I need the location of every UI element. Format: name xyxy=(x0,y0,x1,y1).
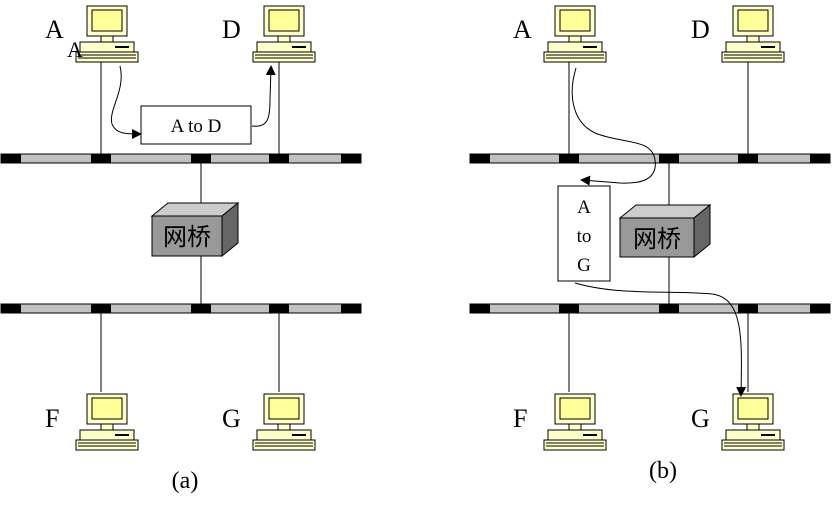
computer-f-icon xyxy=(75,393,139,451)
frame-label: A to D xyxy=(171,116,222,137)
computer-g-icon xyxy=(721,393,785,451)
bottom-bus xyxy=(469,303,831,314)
flow-arrow-a-to-frame xyxy=(110,65,142,139)
host-label-a-echo: A xyxy=(67,37,83,62)
top-bus xyxy=(0,153,362,164)
bottom-bus xyxy=(0,303,362,314)
computer-f-icon xyxy=(543,393,607,451)
frame-box: A to G xyxy=(557,185,611,282)
computer-a-icon xyxy=(543,5,607,63)
computer-d-icon xyxy=(252,5,316,63)
frame-label-line-3: G xyxy=(577,255,591,276)
frame-box: A to D xyxy=(140,105,252,145)
bridge-box: 网桥 xyxy=(150,201,240,258)
frame-label-line-2: to xyxy=(577,226,592,247)
bridge-box: 网桥 xyxy=(618,203,712,259)
host-label-d: D xyxy=(222,15,241,44)
host-label-f: F xyxy=(513,404,527,433)
top-bus xyxy=(469,153,831,164)
host-label-f: F xyxy=(45,404,59,433)
host-label-a: A xyxy=(513,15,532,44)
frame-label-line-1: A xyxy=(577,197,591,218)
flow-arrow-frame-to-g xyxy=(574,282,747,397)
panel-caption: (b) xyxy=(649,458,677,484)
panel-caption: (a) xyxy=(172,468,199,494)
host-label-d: D xyxy=(691,15,710,44)
host-label-g: G xyxy=(691,404,710,433)
computer-g-icon xyxy=(252,393,316,451)
panel-b: A D F G 网桥 A to G (b) xyxy=(469,5,831,484)
computer-d-icon xyxy=(721,5,785,63)
flow-arrow-a-to-frame xyxy=(571,67,656,186)
computer-a-icon xyxy=(75,5,139,63)
host-label-g: G xyxy=(222,404,241,433)
flow-arrow-frame-to-d xyxy=(251,65,276,127)
host-label-a: A xyxy=(45,15,64,44)
panel-a: A A D F G 网桥 A to D (a) xyxy=(0,5,362,494)
bridge-label: 网桥 xyxy=(163,224,211,251)
bridge-label: 网桥 xyxy=(633,226,681,253)
